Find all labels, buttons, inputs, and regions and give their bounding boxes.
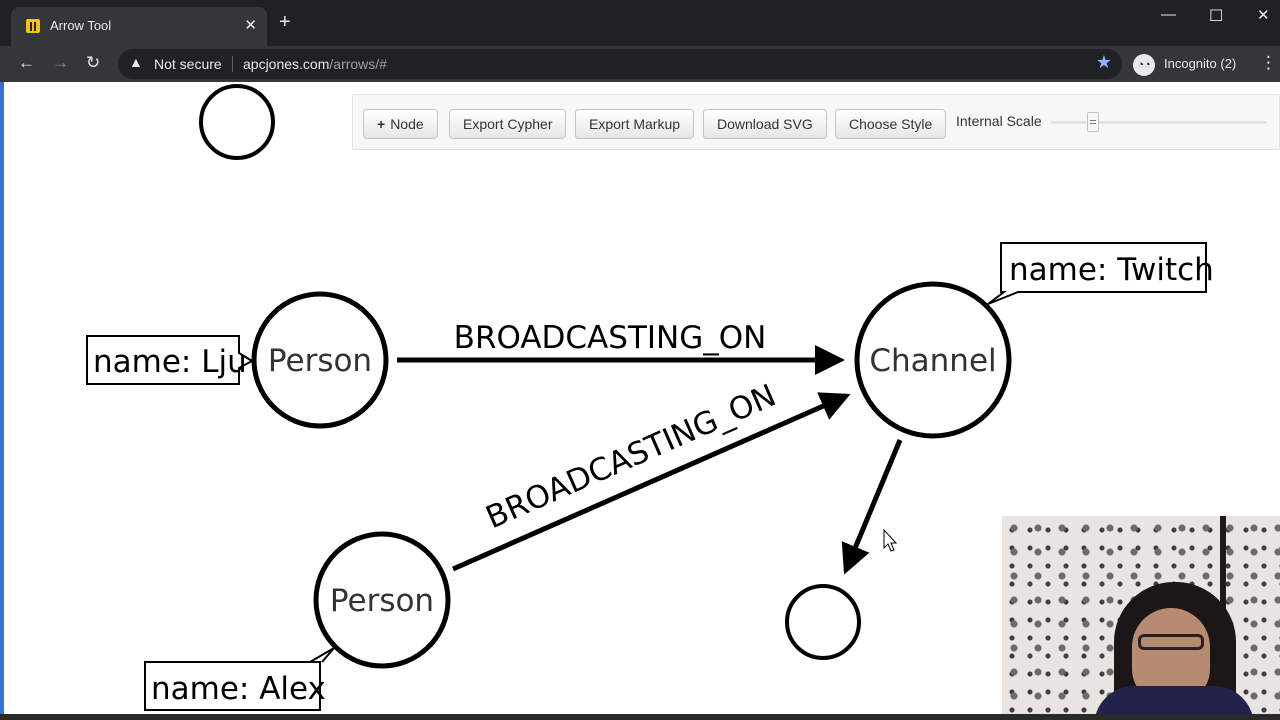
relationship-lju-channel[interactable]: BROADCASTING_ON [397,320,845,375]
property-text[interactable]: name: Lju [93,344,247,380]
download-svg-button[interactable]: Download SVG [703,109,827,139]
node-person-lju[interactable]: Person [251,291,389,429]
tab-title: Arrow Tool [50,18,112,33]
export-cypher-button[interactable]: Export Cypher [449,109,567,139]
browser-tab-bar: Arrow Tool ✕ + — ☐ ✕ [0,0,1280,46]
relationship-label[interactable]: BROADCASTING_ON [481,378,782,537]
property-box-alex[interactable]: name: Alex [144,647,335,711]
add-node-button[interactable]: +Node [363,109,438,139]
relationship-alex-channel[interactable]: BROADCASTING_ON [451,378,851,572]
minimize-window-icon[interactable]: — [1161,6,1176,23]
property-callout-shape [86,335,255,385]
browser-menu-icon[interactable]: ⋮ [1260,53,1277,72]
url-text[interactable]: apcjones.com/arrows/# [243,56,387,72]
tool-panel: +Node Export Cypher Export Markup Downlo… [352,94,1280,150]
bookmark-star-icon[interactable]: ★ [1095,52,1112,72]
address-bar[interactable]: ▲ Not secure apcjones.com/arrows/# ★ [118,49,1122,79]
node-circle[interactable] [313,531,451,669]
page-viewport: BROADCASTING_ON BROADCASTING_ON name: Lj… [0,82,1280,720]
webcam-presenter-glasses [1138,634,1204,650]
new-tab-icon[interactable]: + [279,11,291,33]
node-caption[interactable]: Channel [869,343,996,379]
arrows-favicon-icon [26,19,40,33]
webcam-overlay [1002,516,1280,720]
mouse-cursor-icon [883,528,898,552]
node-empty-top[interactable] [199,84,275,160]
security-status[interactable]: Not secure [154,56,222,72]
node-circle[interactable] [199,84,275,160]
slider-handle[interactable] [1087,112,1099,132]
internal-scale-label: Internal Scale [956,113,1042,129]
incognito-label[interactable]: Incognito (2) [1164,56,1237,71]
choose-style-button[interactable]: Choose Style [835,109,947,139]
property-box-lju[interactable]: name: Lju [86,335,255,385]
url-path: /arrows/# [329,56,387,72]
node-circle[interactable] [854,281,1012,439]
address-divider [232,56,233,72]
node-caption[interactable]: Person [330,583,434,619]
maximize-window-icon[interactable]: ☐ [1209,8,1224,25]
relationship-arrow[interactable] [841,439,903,575]
warning-icon[interactable]: ▲ [129,54,143,70]
relationship-arrow[interactable] [451,392,851,572]
node-circle[interactable] [251,291,389,429]
property-callout-shape [144,647,335,711]
incognito-icon[interactable]: ◔◔ [1133,54,1155,76]
browser-tab[interactable]: Arrow Tool ✕ [11,7,267,46]
forward-icon[interactable]: → [52,53,69,72]
back-icon[interactable]: ← [18,53,35,72]
relationship-label[interactable]: BROADCASTING_ON [454,320,767,356]
plus-icon: + [377,116,386,132]
graph-canvas[interactable]: BROADCASTING_ON BROADCASTING_ON name: Lj… [0,82,1280,720]
export-markup-button[interactable]: Export Markup [575,109,695,139]
page-bottom-edge [0,714,1280,720]
node-channel[interactable]: Channel [854,281,1012,439]
close-window-icon[interactable]: ✕ [1257,7,1270,24]
relationship-channel-empty[interactable] [841,439,903,575]
property-box-twitch[interactable]: name: Twitch [987,242,1214,305]
node-person-alex[interactable]: Person [313,531,451,669]
node-empty-bottom[interactable] [785,584,861,660]
node-circle[interactable] [785,584,861,660]
add-node-label: Node [390,116,424,132]
page-left-edge [0,82,4,720]
internal-scale-slider[interactable] [1051,121,1267,124]
reload-icon[interactable]: ↻ [86,53,101,72]
node-caption[interactable]: Person [268,343,372,379]
property-callout-shape [987,242,1207,305]
property-text[interactable]: name: Twitch [1009,252,1214,288]
url-host: apcjones.com [243,56,330,72]
close-tab-icon[interactable]: ✕ [244,17,257,34]
browser-toolbar: ← → ↻ ▲ Not secure apcjones.com/arrows/#… [0,46,1280,82]
property-text[interactable]: name: Alex [151,671,326,707]
